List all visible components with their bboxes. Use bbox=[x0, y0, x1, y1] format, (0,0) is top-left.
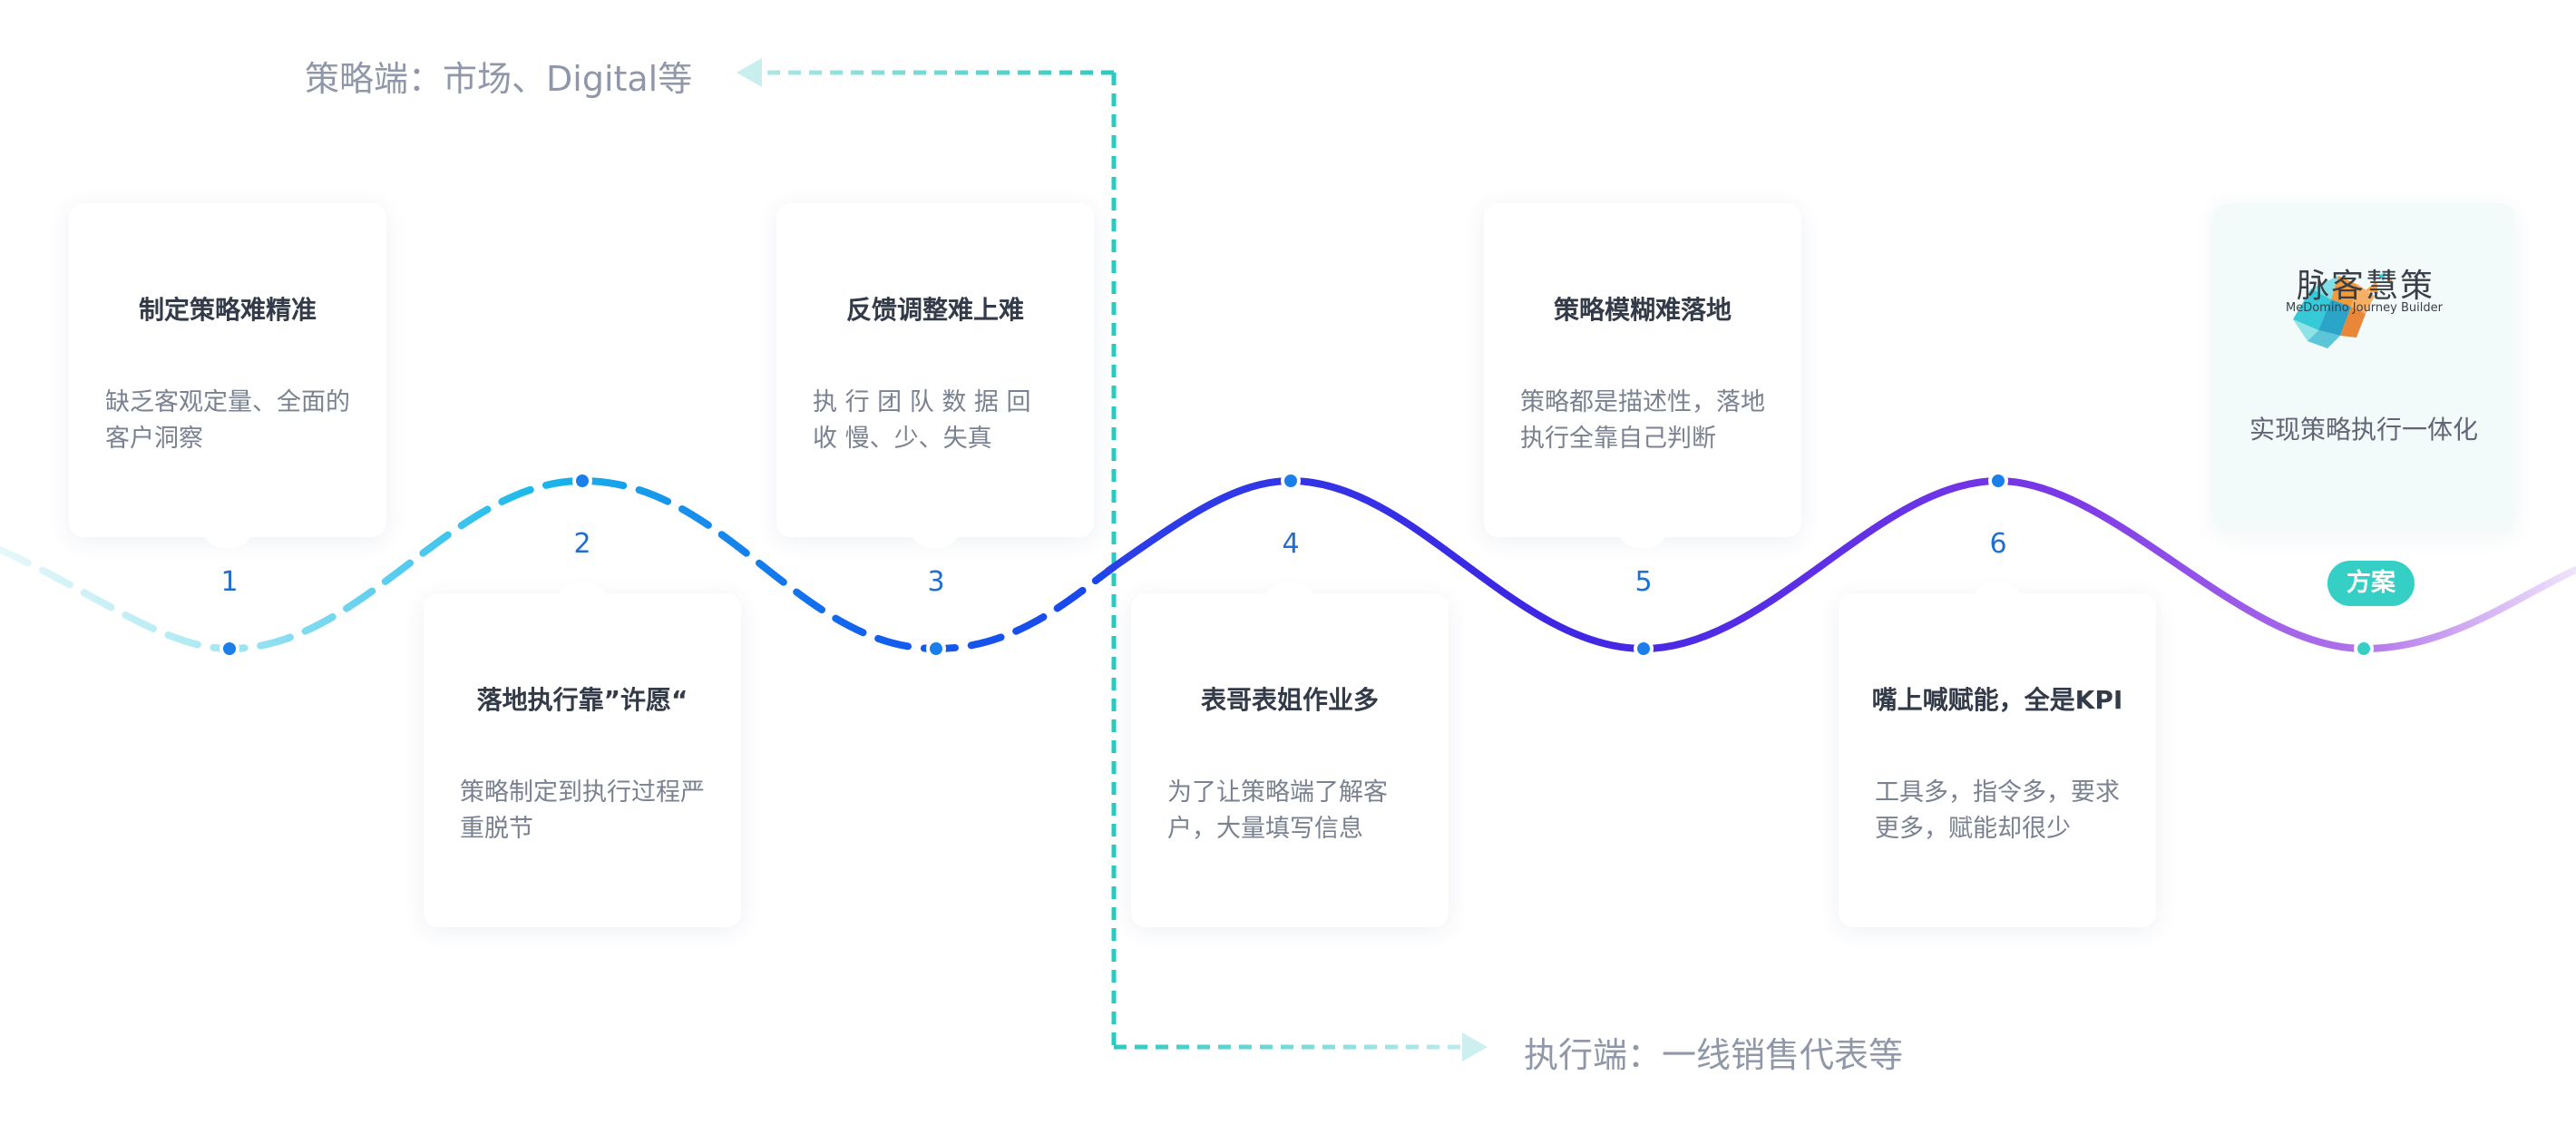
step-number: 5 bbox=[1634, 566, 1653, 598]
step-number: 1 bbox=[220, 566, 239, 598]
top-arrow-head bbox=[737, 58, 762, 87]
step-description: 策略都是描述性，落地执行全靠自己判断 bbox=[1520, 388, 1765, 453]
wave-dot bbox=[1281, 471, 1301, 491]
step-card-3: 反馈调整难上难 执 行 团 队 数 据 回 收 慢、少、失真 bbox=[776, 203, 1094, 548]
step-card-2: 落地执行靠”许愿“ 策略制定到执行过程严重脱节 bbox=[424, 582, 741, 927]
medomino-logo-icon bbox=[2293, 272, 2393, 348]
wave-dot bbox=[572, 471, 592, 491]
bottom-arrow-head bbox=[1462, 1032, 1488, 1061]
step-number: 4 bbox=[1282, 528, 1300, 560]
solution-description: 实现策略执行一体化 bbox=[2249, 415, 2478, 445]
step-title: 嘴上喊赋能，全是KPI bbox=[1871, 685, 2123, 715]
wave-dashed-segment bbox=[0, 476, 1117, 653]
wave-dot bbox=[2354, 639, 2374, 659]
wave-dot bbox=[220, 639, 239, 659]
step-number: 2 bbox=[573, 528, 591, 560]
step-card-6: 嘴上喊赋能，全是KPI 工具多，指令多，要求更多，赋能却很少 bbox=[1839, 582, 2156, 927]
step-description: 策略制定到执行过程严重脱节 bbox=[460, 778, 705, 843]
step-title: 制定策略难精准 bbox=[138, 295, 317, 325]
solution-card: 脉客慧策 MeDomino Journey Builder 实现策略执行一体化 bbox=[2213, 203, 2514, 532]
wave-dot bbox=[1634, 639, 1654, 659]
step-title: 策略模糊难落地 bbox=[1553, 295, 1732, 325]
step-title: 表哥表姐作业多 bbox=[1200, 685, 1379, 715]
wave-dots bbox=[220, 471, 2374, 659]
strategy-side-label: 策略端：市场、Digital等 bbox=[305, 59, 693, 99]
step-title: 反馈调整难上难 bbox=[845, 295, 1024, 325]
wave-dot bbox=[1988, 471, 2008, 491]
step-description: 工具多，指令多，要求更多，赋能却很少 bbox=[1875, 778, 2120, 843]
step-description: 缺乏客观定量、全面的客户洞察 bbox=[105, 388, 350, 453]
step-card-1: 制定策略难精准 缺乏客观定量、全面的客户洞察 bbox=[69, 203, 386, 548]
divider-arrows bbox=[737, 58, 1488, 1061]
step-description: 为了让策略端了解客户，大量填写信息 bbox=[1167, 778, 1388, 843]
step-number: 3 bbox=[927, 566, 945, 598]
step-title: 落地执行靠”许愿“ bbox=[476, 685, 688, 715]
execution-side-label: 执行端：一线销售代表等 bbox=[1524, 1035, 1904, 1075]
solution-badge: 方案 bbox=[2327, 561, 2415, 606]
wave-dot bbox=[926, 639, 946, 659]
step-card-4: 表哥表姐作业多 为了让策略端了解客户，大量填写信息 bbox=[1131, 582, 1449, 927]
logo-subtitle: MeDomino Journey Builder bbox=[2286, 301, 2443, 315]
logo-name: 脉客慧策 bbox=[2297, 268, 2435, 305]
step-card-5: 策略模糊难落地 策略都是描述性，落地执行全靠自己判断 bbox=[1484, 203, 1801, 548]
step-number: 6 bbox=[1989, 528, 2007, 560]
step-description: 执 行 团 队 数 据 回 收 慢、少、失真 bbox=[813, 388, 1031, 453]
